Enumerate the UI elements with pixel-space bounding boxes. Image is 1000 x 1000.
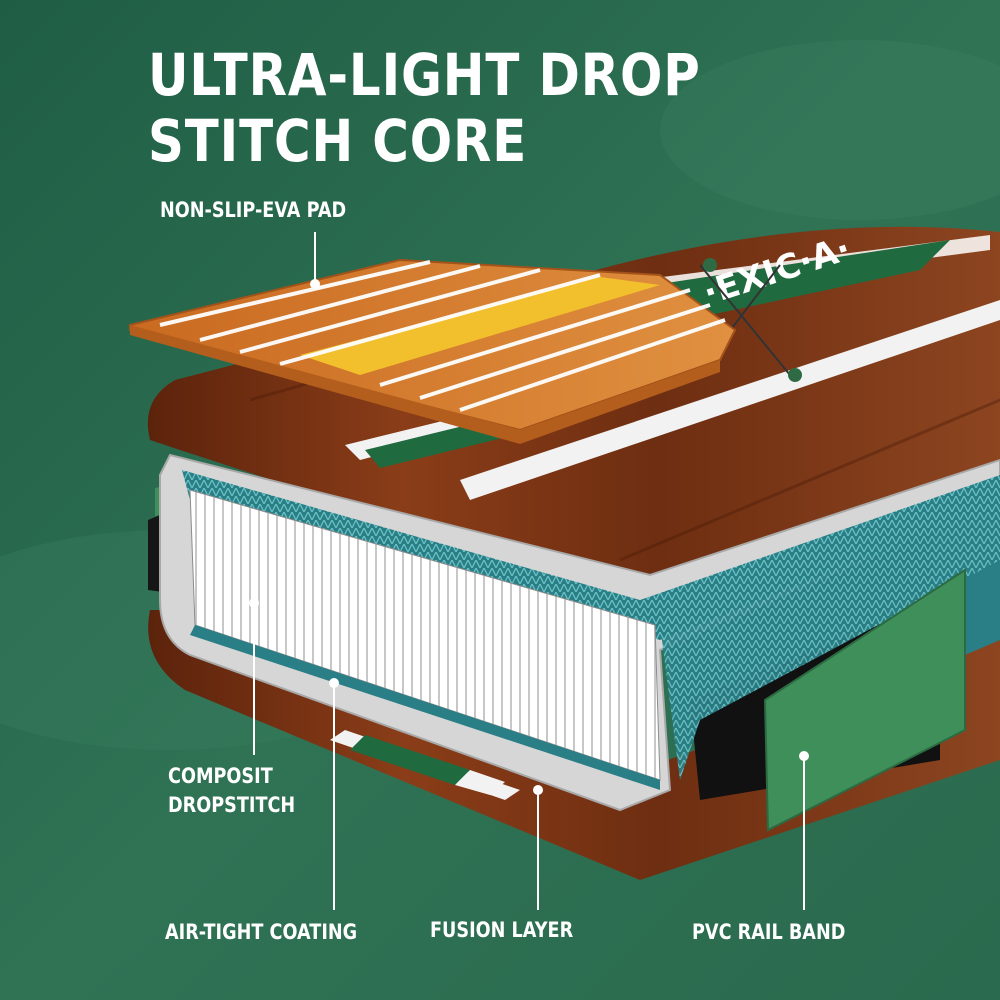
pvc-rail-band <box>763 568 966 832</box>
label-pvc-rail-band: PVC RAIL BAND <box>692 920 846 944</box>
page-title: ULTRA-LIGHT DROP STITCH CORE <box>148 42 701 174</box>
label-dropstitch-line-2: DROPSTITCH <box>168 793 296 817</box>
label-composit-dropstitch: COMPOSIT DROPSTITCH <box>168 762 295 820</box>
title-line-1: ULTRA-LIGHT DROP <box>148 41 701 109</box>
leader-lines <box>249 232 809 910</box>
label-air-tight-coating: AIR-TIGHT COATING <box>165 920 358 944</box>
label-fusion-layer: FUSION LAYER <box>430 918 574 942</box>
label-eva-pad: NON-SLIP-EVA PAD <box>160 198 347 222</box>
label-dropstitch-line-1: COMPOSIT <box>168 764 273 788</box>
eva-pad <box>129 258 737 444</box>
title-line-2: STITCH CORE <box>148 107 528 175</box>
